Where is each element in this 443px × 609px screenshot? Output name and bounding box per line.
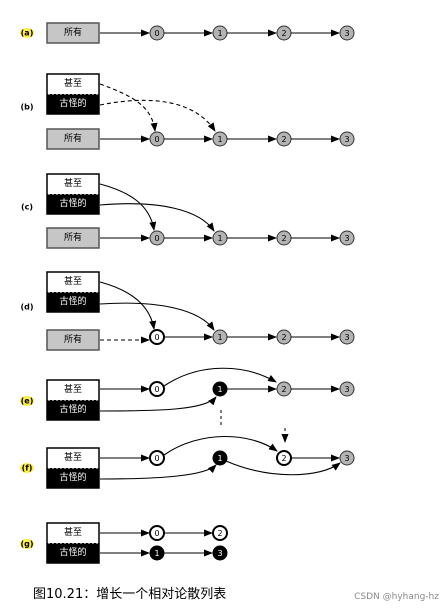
panel-g-node-0-label: 0 <box>154 529 159 538</box>
panel-g-two-box-bottom-text: 古怪的 <box>59 546 86 558</box>
panel-b-node-1-label: 1 <box>217 135 222 144</box>
panel-b-node-3-label: 3 <box>344 135 349 144</box>
panel-f-node-1-label: 1 <box>217 454 222 463</box>
panel-c-node-1-label: 1 <box>217 234 222 243</box>
panel-f-node-0 <box>149 450 165 466</box>
panel-d-two-box-bottom-text: 古怪的 <box>59 295 86 307</box>
panel-f-two-box-bottom-text: 古怪的 <box>59 471 86 483</box>
watermark: CSDN @hyhang-hz <box>354 592 439 602</box>
panel-f-curve-1-to-3 <box>225 460 341 476</box>
panel-a-node-1-label: 1 <box>217 29 222 38</box>
panel-d-label: (d) <box>20 303 33 312</box>
panel-d-all-box-text: 所有 <box>64 333 82 345</box>
panel-g-two-box-top-text: 甚至 <box>64 527 82 538</box>
panel-d-node-0-label: 0 <box>154 333 159 342</box>
panel-b-two-box-bottom-text: 古怪的 <box>59 97 86 109</box>
panel-g-node-2-label: 2 <box>217 529 222 538</box>
panel-f-two-box-lower-fill <box>47 468 99 488</box>
panel-e-bottom-curve <box>99 396 217 412</box>
panel-g-label: (g) <box>20 540 33 549</box>
panel-b-all-box <box>46 128 100 150</box>
panel-b-node-2-label: 2 <box>281 135 286 144</box>
panel-f-label: (f) <box>22 464 33 473</box>
panel-a-node-3 <box>339 25 355 41</box>
panel-f-node-3 <box>339 450 355 466</box>
panel-d-node-3-label: 3 <box>344 333 349 342</box>
panel-e-two-box-lower-fill <box>47 400 99 420</box>
panel-g-node-3-label: 3 <box>217 549 222 558</box>
panel-g-two-box-lower-fill <box>47 543 99 563</box>
panel-d-two-box-lower-fill <box>47 292 99 312</box>
panel-d-all-box <box>46 329 100 351</box>
panel-a-highlight <box>20 28 34 38</box>
panel-c-node-2-label: 2 <box>281 234 286 243</box>
panel-f-node-2-label: 2 <box>281 454 286 463</box>
panel-d-curve-0 <box>99 281 157 330</box>
panel-a-label: (a) <box>21 29 34 38</box>
panel-c-two-box-lower-fill <box>47 194 99 214</box>
panel-g-node-1-label: 1 <box>154 549 159 558</box>
panel-a-node-2-label: 2 <box>281 29 286 38</box>
panel-c-all-box <box>46 227 100 249</box>
panel-e-two-box-bottom-text: 古怪的 <box>59 403 86 415</box>
panel-e-node-1-label: 1 <box>217 385 222 394</box>
panel-f-curve-0-to-2 <box>163 435 278 456</box>
panel-a-node-0-label: 0 <box>154 29 159 38</box>
panel-g-highlight <box>20 539 34 549</box>
panel-c-curve-1 <box>99 203 215 232</box>
panel-b-label: (b) <box>20 103 33 112</box>
panel-c-all-box-text: 所有 <box>64 231 82 243</box>
panel-g-node-2 <box>212 525 228 541</box>
panel-a-all-box-text: 所有 <box>64 26 82 38</box>
panel-e-node-3-label: 3 <box>344 385 349 394</box>
panel-c-curve-0 <box>99 183 157 231</box>
panel-c-node-0-label: 0 <box>154 234 159 243</box>
panel-b-node-0-label: 0 <box>154 135 159 144</box>
panel-g-node-3 <box>212 545 228 561</box>
figure-caption: 图10.21：增长一个相对论散列表 <box>33 587 227 602</box>
panel-c-two-box-top-text: 甚至 <box>64 178 82 189</box>
panel-e-node-0-label: 0 <box>154 385 159 394</box>
panel-e-node-3 <box>339 381 355 397</box>
panel-a-node-3-label: 3 <box>344 29 349 38</box>
panel-d-node-2-label: 2 <box>281 333 286 342</box>
panel-c-two-box-bottom-text: 古怪的 <box>59 197 86 209</box>
panel-b-dashed-arrow-0 <box>99 83 158 132</box>
panel-e-highlight <box>20 396 34 406</box>
panel-b-all-box-text: 所有 <box>64 132 82 144</box>
panel-d-curve-1 <box>99 302 215 331</box>
panel-c-node-3-label: 3 <box>344 234 349 243</box>
panel-b-node-3 <box>339 131 355 147</box>
panel-e-two-box-top-text: 甚至 <box>64 384 82 395</box>
panel-f-node-1 <box>212 450 228 466</box>
panel-a-all-box <box>46 22 100 44</box>
panel-e-node-0 <box>149 381 165 397</box>
panel-f-bottom-curve <box>99 464 217 480</box>
panel-e-curve-0-to-2 <box>163 367 277 387</box>
panel-f-highlight <box>20 463 34 473</box>
panel-f-node-3-label: 3 <box>344 454 349 463</box>
panel-c-node-3 <box>339 230 355 246</box>
panel-d-two-box-top-text: 甚至 <box>64 276 82 287</box>
panel-e-label: (e) <box>21 397 34 406</box>
panel-d-node-1-label: 1 <box>217 333 222 342</box>
panel-c-label: (c) <box>21 203 33 212</box>
panel-f-node-0-label: 0 <box>154 454 159 463</box>
panel-b-two-box-lower-fill <box>47 94 99 114</box>
panel-e-node-2-label: 2 <box>281 385 286 394</box>
panel-b-two-box-top-text: 甚至 <box>64 78 82 89</box>
panel-f-two-box-top-text: 甚至 <box>64 452 82 463</box>
panel-b-dashed-arrow-1 <box>99 99 216 132</box>
panel-d-node-3 <box>339 329 355 345</box>
